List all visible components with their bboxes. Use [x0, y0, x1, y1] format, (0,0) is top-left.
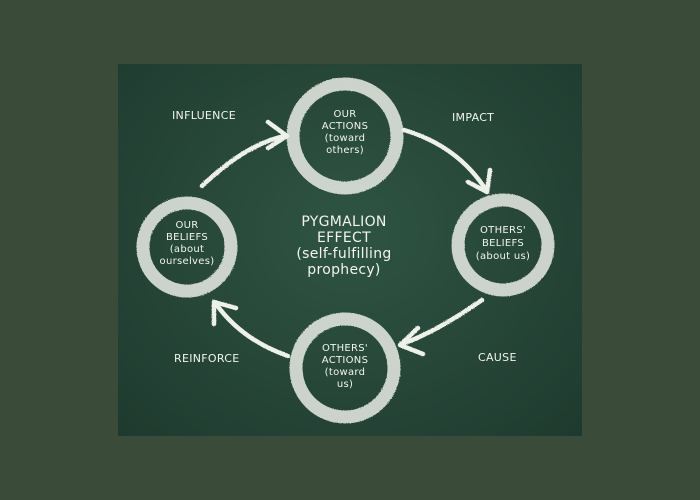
node-ring-our-actions	[286, 77, 404, 195]
arrow-impact	[401, 127, 493, 195]
node-our-actions: OUR ACTIONS (toward others)	[322, 109, 369, 156]
node-our-beliefs: OUR BELIEFS (about ourselves)	[160, 220, 215, 267]
node-ring-others-actions	[289, 312, 401, 424]
arrow-reinforce	[211, 299, 291, 359]
node-others-actions: OTHERS' ACTIONS (toward us)	[322, 343, 369, 390]
label-influence: INFLUENCE	[172, 109, 236, 122]
node-others-actions-line-1: OTHERS'	[322, 343, 368, 354]
node-others-actions-line-2: ACTIONS	[322, 355, 369, 366]
node-our-beliefs-line-3: (about	[170, 244, 205, 255]
chalkboard: PYGMALION EFFECT (self-fulfilling prophe…	[118, 64, 582, 436]
label-impact: IMPACT	[452, 111, 494, 124]
center-title: PYGMALION EFFECT (self-fulfilling prophe…	[296, 214, 391, 278]
arrow-cause	[397, 297, 485, 357]
center-line-2: EFFECT	[317, 230, 371, 246]
cycle-diagram: PYGMALION EFFECT (self-fulfilling prophe…	[136, 77, 555, 424]
node-others-actions-line-3: (toward	[325, 367, 366, 378]
node-our-beliefs-line-1: OUR	[175, 220, 198, 231]
node-others-beliefs-line-1: OTHERS'	[480, 225, 526, 236]
node-others-beliefs: OTHERS' BELIEFS (about us)	[476, 225, 530, 262]
node-our-actions-line-1: OUR	[333, 109, 356, 120]
node-ring-our-beliefs	[136, 196, 238, 298]
node-our-beliefs-line-4: ourselves)	[160, 256, 215, 267]
node-others-actions-line-4: us)	[337, 379, 353, 390]
node-our-beliefs-line-2: BELIEFS	[166, 232, 208, 243]
center-line-1: PYGMALION	[301, 214, 386, 230]
node-our-actions-line-3: (toward	[325, 133, 366, 144]
node-our-actions-line-2: ACTIONS	[322, 121, 369, 132]
arrow-influence	[199, 119, 290, 189]
node-ring-others-beliefs	[451, 193, 555, 297]
node-our-actions-line-4: others)	[326, 145, 364, 156]
center-line-3: (self-fulfilling	[296, 246, 391, 262]
label-reinforce: REINFORCE	[174, 352, 239, 365]
center-line-4: prophecy)	[307, 262, 380, 278]
label-cause: CAUSE	[478, 351, 517, 364]
node-others-beliefs-line-2: BELIEFS	[482, 238, 524, 249]
node-others-beliefs-line-3: (about us)	[476, 251, 530, 262]
